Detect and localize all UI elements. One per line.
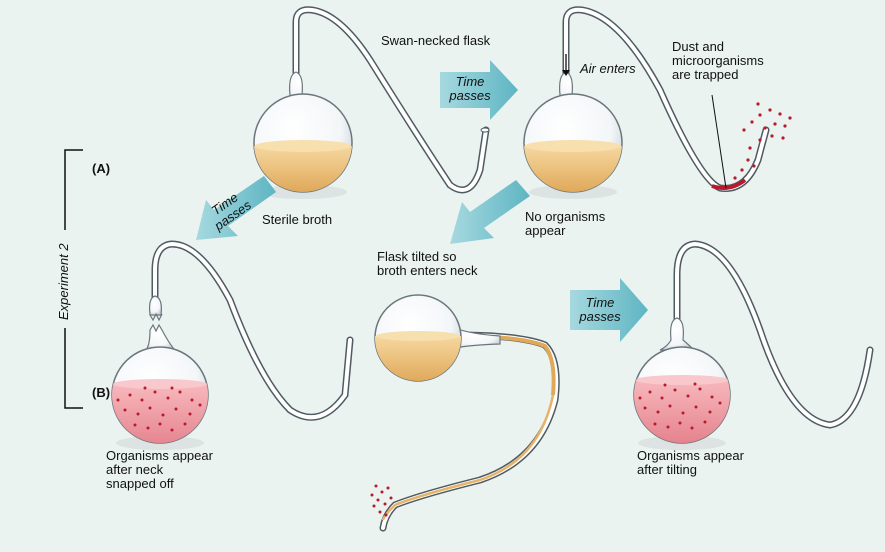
arrow-time-passes-3: [570, 278, 648, 342]
flask-tilted-label: Flask tilted so broth enters neck: [377, 249, 478, 278]
flask-neck-snapped: [111, 240, 354, 450]
arrow-time-passes-1: [440, 60, 518, 120]
experiment-label: Experiment 2: [56, 243, 71, 320]
sterile-broth-label: Sterile broth: [262, 212, 333, 227]
arrow-time-passes-2: [196, 176, 276, 240]
organisms-neck-label: Organisms appear after neck snapped off: [106, 448, 213, 491]
time-passes-3-label: Time passes: [579, 295, 621, 324]
flask-tilted: [370, 294, 560, 532]
experiment-bracket: [64, 149, 83, 409]
flask-sterile-broth: [253, 6, 490, 199]
swan-necked-flask-label: Swan-necked flask: [381, 33, 491, 48]
dust-trapped-label: Dust and microorganisms are trapped: [672, 39, 764, 82]
marker-b: (B): [92, 385, 111, 400]
air-enters-label: Air enters: [580, 61, 636, 76]
organisms-tilting-label: Organisms appear after tilting: [637, 448, 744, 477]
no-organisms-label: No organisms appear: [525, 209, 606, 238]
flask-after-tilting: [633, 240, 874, 450]
arrow-no-organisms: [450, 180, 530, 244]
time-passes-1-label: Time passes: [449, 74, 491, 103]
marker-a: (A): [92, 161, 111, 176]
